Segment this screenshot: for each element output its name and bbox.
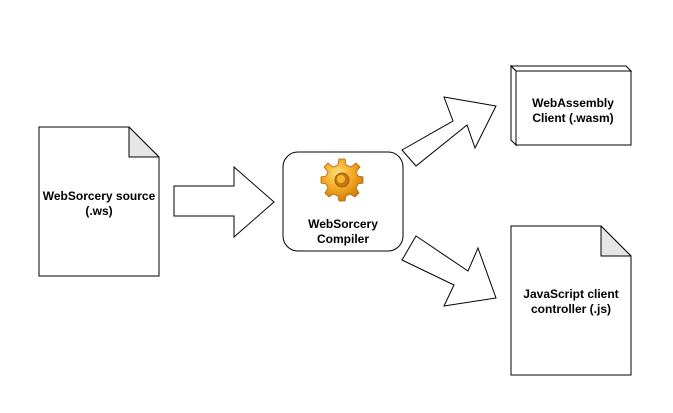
box-top-face <box>509 65 633 72</box>
page-fold <box>128 126 160 158</box>
gear-icon <box>320 158 364 202</box>
arrow-source-to-compiler <box>173 165 275 239</box>
compiler-label-line2: Compiler <box>317 232 369 246</box>
compiler-node[interactable]: WebSorcery Compiler <box>282 151 404 252</box>
arrow-compiler-to-js <box>401 235 497 307</box>
source-label-line2: (.ws) <box>85 204 112 218</box>
js-label-line1: JavaScript client <box>523 287 618 301</box>
source-label-line1: WebSorcery source <box>43 189 156 203</box>
source-document[interactable]: WebSorcery source (.ws) <box>38 126 160 277</box>
js-document[interactable]: JavaScript client controller (.js) <box>510 225 632 376</box>
arrow-compiler-to-wasm <box>401 96 497 167</box>
compiler-label-line1: WebSorcery <box>308 217 378 231</box>
page-fold <box>600 225 632 257</box>
wasm-label-line2: Client (.wasm) <box>532 111 613 125</box>
box-side-face <box>510 64 517 147</box>
js-label-line2: controller (.js) <box>531 302 611 316</box>
wasm-label-line1: WebAssembly <box>532 96 614 110</box>
wasm-node[interactable]: WebAssembly Client (.wasm) <box>509 64 633 147</box>
